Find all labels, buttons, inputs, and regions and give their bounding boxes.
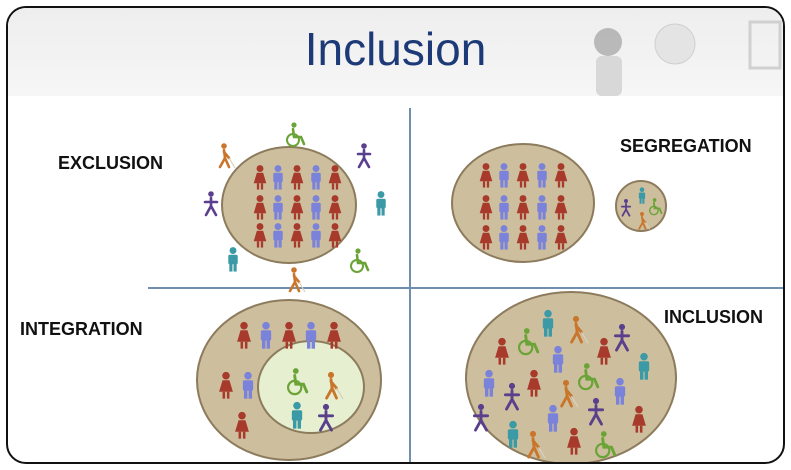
male-person-icon — [499, 163, 509, 188]
male-person-icon — [507, 420, 519, 448]
female-person-icon — [253, 195, 267, 220]
male-person-icon — [260, 321, 272, 349]
blind-person-cane-icon — [527, 430, 546, 459]
female-person-icon — [235, 411, 249, 439]
exclusion-label: EXCLUSION — [58, 153, 164, 173]
slide-frame: Inclusion EXCLUSION SEGREGATION INTEGRAT… — [6, 6, 785, 464]
integration-inner-circle — [257, 340, 365, 434]
male-person-icon — [537, 225, 547, 250]
title-banner: Inclusion — [8, 8, 783, 96]
female-person-icon — [237, 321, 251, 349]
person-with-crutches-icon — [613, 323, 631, 352]
male-person-icon — [376, 191, 386, 216]
female-person-icon — [516, 163, 530, 188]
female-person-icon — [328, 195, 342, 220]
wheelchair-user-icon — [286, 122, 306, 147]
person-with-crutches-icon — [203, 191, 219, 217]
male-person-icon — [291, 401, 303, 429]
wheelchair-user-icon — [517, 328, 540, 356]
female-person-icon — [328, 165, 342, 190]
male-person-icon — [273, 195, 283, 220]
blind-person-cane-icon — [288, 267, 306, 293]
male-person-icon — [483, 369, 495, 397]
female-person-icon — [554, 195, 568, 220]
male-person-icon — [305, 321, 317, 349]
female-person-icon — [290, 223, 304, 248]
blind-person-cane-icon — [218, 143, 236, 169]
female-person-icon — [290, 165, 304, 190]
male-person-icon — [499, 195, 509, 220]
male-person-icon — [547, 404, 559, 432]
integration-label: INTEGRATION — [20, 319, 143, 339]
blind-person-cane-icon — [325, 371, 344, 400]
person-with-crutches-icon — [620, 199, 632, 217]
blind-person-cane-icon — [638, 212, 651, 230]
female-person-icon — [328, 223, 342, 248]
male-person-icon — [311, 223, 321, 248]
female-person-icon — [495, 337, 509, 365]
female-person-icon — [597, 337, 611, 365]
female-person-icon — [527, 369, 541, 397]
male-person-icon — [228, 247, 238, 272]
segregation-label: SEGREGATION — [620, 136, 752, 156]
exclusion-group-circle — [221, 146, 357, 264]
male-person-icon — [537, 195, 547, 220]
person-with-crutches-icon — [503, 382, 521, 411]
female-person-icon — [479, 195, 493, 220]
male-person-icon — [537, 163, 547, 188]
wheelchair-user-icon — [649, 198, 663, 216]
person-with-crutches-icon — [356, 143, 372, 169]
female-person-icon — [290, 195, 304, 220]
segregation-small-circle — [615, 180, 667, 232]
female-person-icon — [632, 405, 646, 433]
wheelchair-user-icon — [577, 363, 600, 391]
female-person-icon — [567, 427, 581, 455]
blind-person-cane-icon — [560, 379, 579, 408]
female-person-icon — [282, 321, 296, 349]
male-person-icon — [614, 377, 626, 405]
male-person-icon — [242, 371, 254, 399]
male-person-icon — [552, 345, 564, 373]
male-person-icon — [542, 309, 554, 337]
female-person-icon — [554, 163, 568, 188]
inclusion-label: INCLUSION — [664, 307, 763, 327]
male-person-icon — [273, 165, 283, 190]
male-person-icon — [273, 223, 283, 248]
female-person-icon — [554, 225, 568, 250]
child-photo-graphic — [594, 20, 782, 96]
male-person-icon — [311, 165, 321, 190]
person-with-crutches-icon — [587, 397, 605, 426]
person-with-crutches-icon — [317, 403, 335, 432]
female-person-icon — [219, 371, 233, 399]
female-person-icon — [479, 163, 493, 188]
female-person-icon — [253, 165, 267, 190]
female-person-icon — [516, 195, 530, 220]
wheelchair-user-icon — [350, 248, 370, 273]
inclusion-diagram — [148, 108, 783, 462]
male-person-icon — [311, 195, 321, 220]
male-person-icon — [638, 352, 650, 380]
female-person-icon — [516, 225, 530, 250]
wheelchair-user-icon — [594, 431, 617, 459]
female-person-icon — [253, 223, 267, 248]
blind-person-cane-icon — [570, 315, 589, 344]
male-person-icon — [499, 225, 509, 250]
wheelchair-user-icon — [286, 368, 309, 396]
person-with-crutches-icon — [472, 403, 490, 432]
female-person-icon — [479, 225, 493, 250]
female-person-icon — [327, 321, 341, 349]
male-person-icon — [638, 187, 646, 204]
slide-title: Inclusion — [304, 23, 487, 75]
